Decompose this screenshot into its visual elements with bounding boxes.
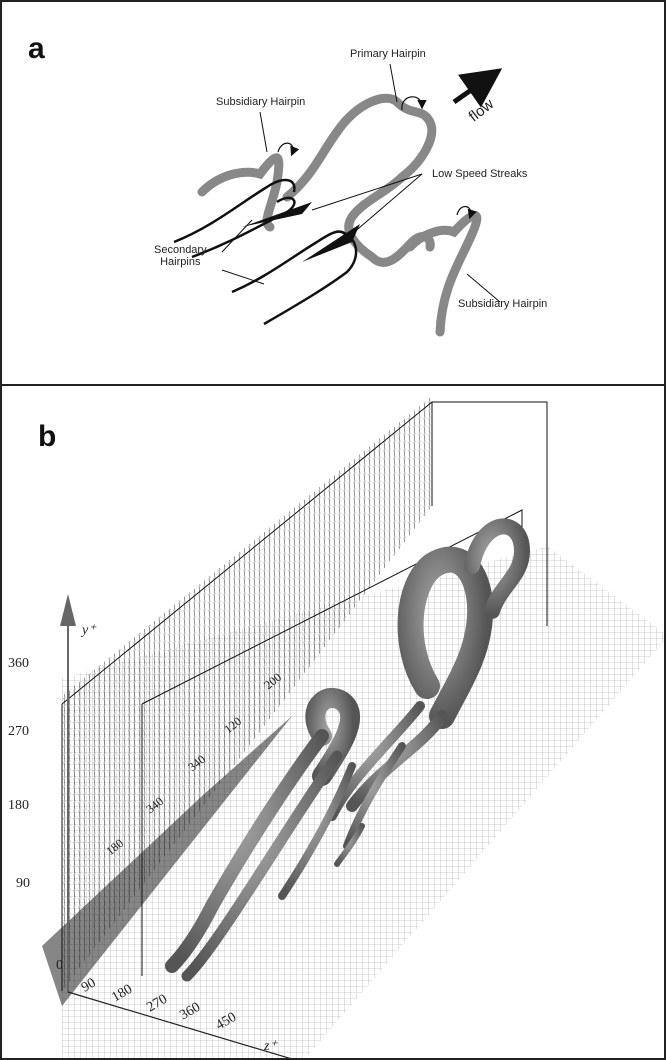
y-axis-label: y⁺ [82,622,96,639]
label-low-speed-streaks: Low Speed Streaks [432,168,527,180]
label-subsidiary-hairpin-bottom: Subsidiary Hairpin [458,298,547,310]
leader-subsidiary-top [260,112,267,152]
y-tick-0: 0 [56,958,63,974]
label-primary-hairpin: Primary Hairpin [350,48,426,60]
low-speed-streak-1 [242,202,312,227]
leader-secondary-2 [222,270,264,284]
flow-visualization [2,386,666,1060]
rotation-arrow-subsidiary-top [278,143,293,154]
label-subsidiary-hairpin-top: Subsidiary Hairpin [216,96,305,108]
y-tick-180: 180 [8,798,29,814]
secondary-hairpin-line-2 [192,198,294,257]
primary-hairpin-tube [287,98,432,262]
y-tick-360: 360 [8,656,29,672]
panel-a: a Primary Hairpin [0,0,666,386]
leader-secondary-1 [222,220,252,252]
y-tick-270: 270 [8,724,29,740]
y-tick-90: 90 [16,876,30,892]
hairpin-schematic [2,2,666,386]
panel-b: b [0,384,666,1060]
y-axis-arrow [60,594,76,626]
z-axis-label: z⁺ [264,1038,277,1055]
label-secondary-hairpins: Secondary Hairpins [154,244,207,268]
subsidiary-hairpin-top-tube [202,158,279,227]
